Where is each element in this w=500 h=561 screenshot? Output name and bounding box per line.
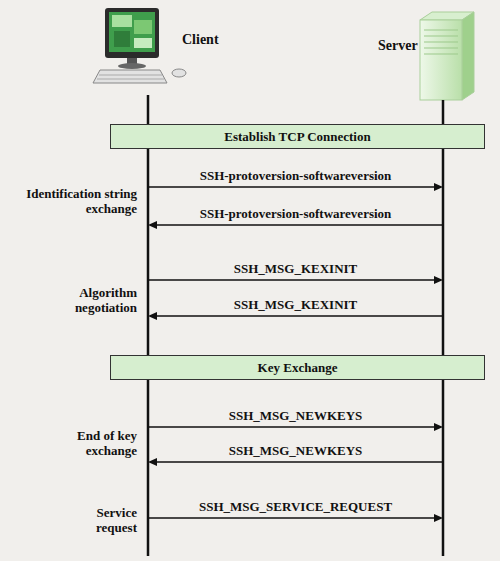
arrow-head [434,183,443,191]
arrow-head [148,221,157,229]
phase-label: Service request [75,505,137,535]
participant: Client [98,5,198,93]
message-label: SSH-protoversion-softwareversion [148,168,443,183]
phase-band: Key Exchange [110,355,485,380]
arrow-line [148,279,435,281]
arrow-line [148,517,435,519]
phase-label: Identification string exchange [2,186,137,216]
message-arrow [148,276,443,284]
arrow-line [156,224,443,226]
arrow-head [148,458,157,466]
phase-band: Establish TCP Connection [110,124,485,149]
band-title: Establish TCP Connection [224,129,370,144]
arrow-line [148,186,435,188]
arrow-line [148,426,435,428]
message-label: SSH_MSG_NEWKEYS [148,443,443,458]
message-label: SSH_MSG_KEXINIT [148,261,443,276]
message-arrow [148,514,443,522]
arrow-line [156,315,443,317]
participant-name: Client [182,32,219,47]
message-arrow [148,183,443,191]
message-arrow [148,221,443,229]
server-lifeline [442,100,445,556]
server-icon [420,12,474,100]
arrow-head [434,276,443,284]
phase-label: End of key exchange [55,428,137,458]
message-arrow [148,312,443,320]
message-label: SSH_MSG_KEXINIT [148,297,443,312]
arrow-line [156,461,443,463]
message-arrow [148,458,443,466]
message-label: SSH-protoversion-softwareversion [148,206,443,221]
message-label: SSH_MSG_NEWKEYS [148,408,443,423]
band-title: Key Exchange [258,360,338,375]
arrow-head [434,423,443,431]
message-arrow [148,423,443,431]
participant: Server [393,10,493,98]
client-lifeline [147,95,150,556]
arrow-head [434,514,443,522]
phase-label: Algorithm negotiation [47,285,137,315]
computer-icon [93,8,186,83]
arrow-head [148,312,157,320]
participant-name: Server [378,38,418,53]
message-label: SSH_MSG_SERVICE_REQUEST [148,499,443,514]
